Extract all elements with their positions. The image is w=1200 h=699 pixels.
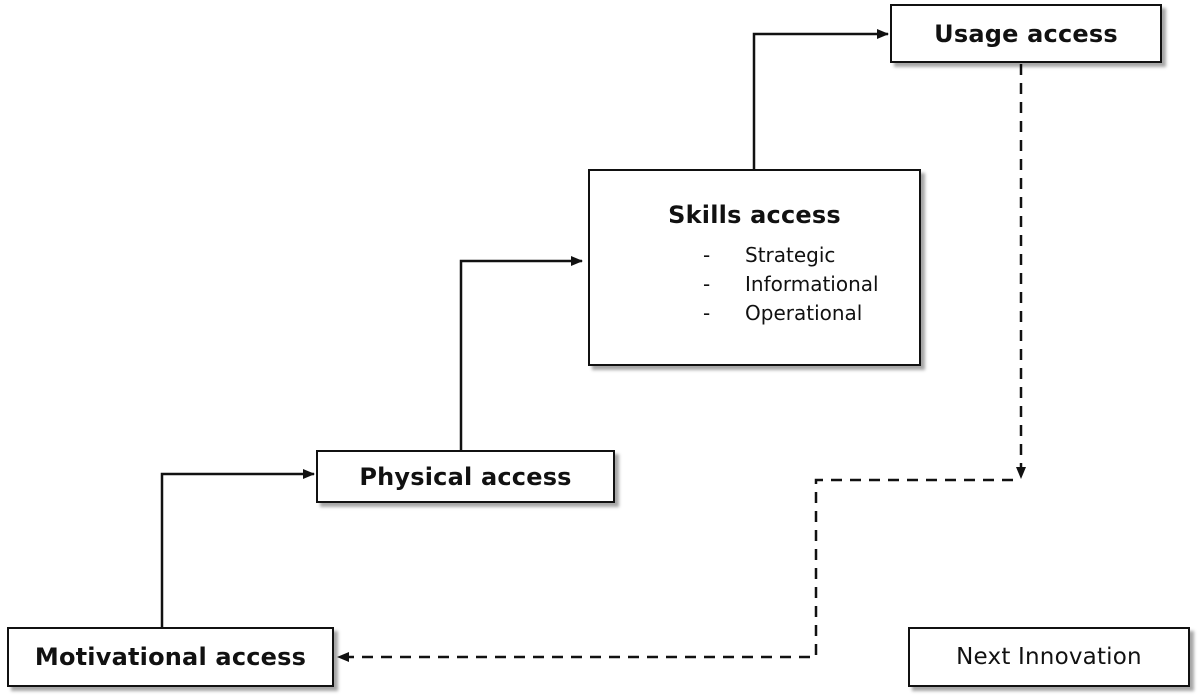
skills-access-box: Skills access - Strategic - Informational … [588, 169, 921, 366]
skills-list: - Strategic - Informational - Operational [590, 241, 919, 328]
dashed-arrow-back-to-motivational [337, 478, 1013, 662]
skills-item-label: Strategic [745, 243, 836, 267]
skills-access-title: Skills access [668, 201, 841, 229]
skills-item-label: Informational [745, 272, 879, 296]
list-bullet: - [703, 272, 711, 296]
arrow-skills-to-usage [752, 29, 889, 169]
skills-list-item: - Strategic [590, 241, 919, 270]
list-bullet: - [703, 301, 711, 325]
skills-list-item: - Operational [590, 299, 919, 328]
list-bullet: - [703, 243, 711, 267]
physical-access-box: Physical access [316, 450, 615, 503]
next-innovation-box: Next Innovation [908, 627, 1190, 687]
skills-list-item: - Informational [590, 270, 919, 299]
motivational-access-title: Motivational access [34, 643, 307, 671]
next-innovation-title: Next Innovation [956, 644, 1142, 670]
usage-access-box: Usage access [890, 4, 1162, 63]
skills-item-label: Operational [745, 301, 863, 325]
usage-access-title: Usage access [934, 19, 1118, 48]
motivational-access-box: Motivational access [7, 627, 334, 687]
arrow-physical-to-skills [459, 256, 583, 450]
arrow-motivational-to-physical [160, 469, 315, 627]
physical-access-title: Physical access [359, 462, 572, 491]
